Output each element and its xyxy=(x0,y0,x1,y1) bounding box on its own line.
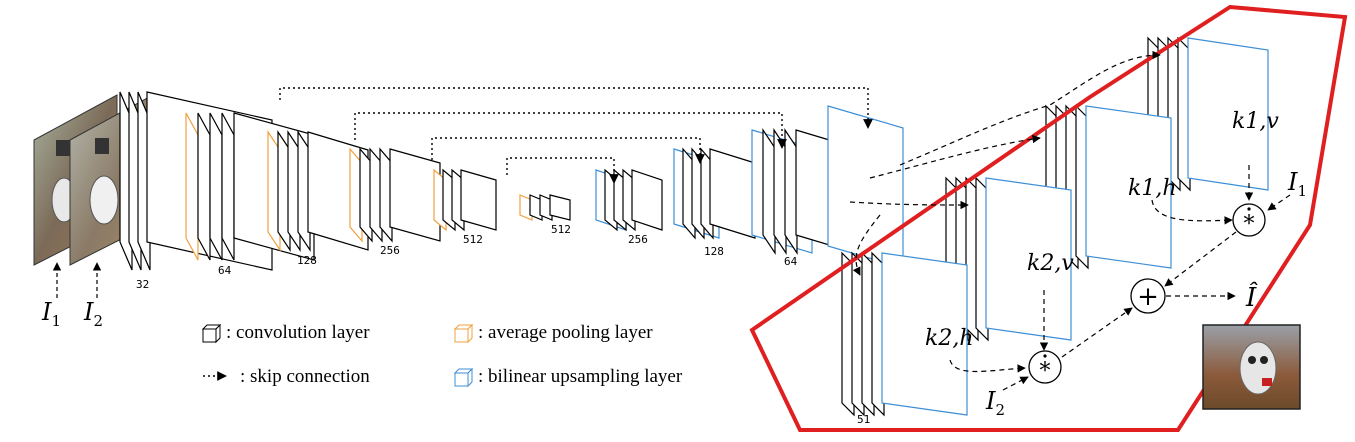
legend-upsample-label: : bilinear upsampling layer xyxy=(478,366,683,387)
input-label-i2: I2 xyxy=(83,298,103,330)
kernel-label-k1v: k1,v xyxy=(1232,109,1279,134)
legend: : convolution layer : average pooling la… xyxy=(201,322,683,388)
sum-op: + xyxy=(1130,278,1166,314)
kernel-label-k1h: k1,h xyxy=(1128,176,1177,201)
channel-label-256-up: 256 xyxy=(628,233,648,246)
legend-conv-label: : convolution layer xyxy=(226,322,370,343)
final-upsample-layer-0 xyxy=(827,105,904,269)
skip-connection-64 xyxy=(279,87,873,129)
legend-skip-label: : skip connection xyxy=(240,366,370,387)
sub-k2h-layer-2 xyxy=(861,251,875,417)
block-bottleneck-layer-2 xyxy=(539,194,553,221)
block-256-layer-4 xyxy=(389,148,441,242)
block-256-layer-2 xyxy=(369,147,383,243)
layer-stacks xyxy=(119,36,1269,417)
label-i1-right: I1 xyxy=(1287,168,1307,200)
channel-label-32: 32 xyxy=(136,278,149,291)
block-64-layer-0 xyxy=(185,112,199,261)
kernel-label-k2v: k2,v xyxy=(1027,251,1074,276)
sub-k2h-layer-4 xyxy=(881,252,968,416)
legend-pool-label: : average pooling layer xyxy=(478,322,653,343)
block-up-256-layer-4 xyxy=(631,169,663,231)
sum-symbol: + xyxy=(1137,282,1159,312)
channel-label-512-bottleneck: 512 xyxy=(551,223,571,236)
block-bottleneck-layer-3 xyxy=(549,194,571,221)
block-64-layer-2 xyxy=(209,112,223,261)
block-128-layer-2 xyxy=(287,130,301,252)
sub-k1h-layer-3 xyxy=(1075,104,1089,270)
cube-icon xyxy=(201,323,222,344)
output-image-thumbnail xyxy=(1202,324,1301,410)
block-128-layer-0 xyxy=(267,130,281,252)
sub-k1v-layer-3 xyxy=(1177,36,1191,192)
convolve-symbol-1: * xyxy=(1244,212,1255,237)
channel-label-64-up: 64 xyxy=(784,255,798,268)
branch-arrows xyxy=(849,50,1161,276)
channel-label-256: 256 xyxy=(380,244,400,257)
block-up-64-layer-3 xyxy=(784,128,798,255)
block-bottleneck-layer-0 xyxy=(519,194,533,221)
block-256-layer-3 xyxy=(379,147,393,243)
channel-label-51: 51 xyxy=(857,413,870,426)
sub-k2v-layer-4 xyxy=(985,177,1072,341)
blue-cube-icon xyxy=(453,367,474,388)
block-256-layer-1 xyxy=(359,147,373,243)
skip-connections xyxy=(279,87,873,184)
channel-label-64: 64 xyxy=(218,264,232,277)
sub-k1v-layer-4 xyxy=(1187,37,1269,191)
block-128-layer-1 xyxy=(277,130,291,252)
block-128-layer-3 xyxy=(297,130,311,252)
channel-label-128-up: 128 xyxy=(704,245,724,258)
block-64-layer-3 xyxy=(221,112,235,261)
block-64-layer-1 xyxy=(197,112,211,261)
sub-k2h-layer-3 xyxy=(871,251,885,417)
input-arrows xyxy=(52,262,102,298)
channel-label-128: 128 xyxy=(297,254,317,267)
orange-cube-icon xyxy=(453,323,474,344)
block-512-layer-3 xyxy=(460,169,497,231)
convolve-symbol-2: * xyxy=(1040,359,1051,384)
sub-k2v-layer-3 xyxy=(975,176,989,342)
block-bottleneck-layer-1 xyxy=(529,194,543,221)
convolve-op-2: * xyxy=(1028,350,1062,384)
block-up-128-layer-4 xyxy=(709,148,756,239)
kernel-label-k2h: k2,h xyxy=(925,326,974,351)
channel-label-512: 512 xyxy=(463,233,483,246)
label-output-ihat: Î xyxy=(1245,281,1258,313)
convolve-op-1: * xyxy=(1232,203,1266,237)
skip-connection-128 xyxy=(354,112,787,149)
label-i2-bottom: I2 xyxy=(985,387,1005,419)
input-label-i1: I1 xyxy=(41,298,61,330)
skip-connection-256 xyxy=(431,137,705,164)
block-256-layer-0 xyxy=(349,147,363,243)
kernel-operations xyxy=(949,165,1291,391)
block-up-64-layer-2 xyxy=(773,128,787,255)
block-up-64-layer-1 xyxy=(762,128,776,255)
sub-k1h-layer-4 xyxy=(1085,105,1172,269)
skip-connection-512 xyxy=(506,157,619,184)
sub-k2h-layer-1 xyxy=(851,251,865,417)
